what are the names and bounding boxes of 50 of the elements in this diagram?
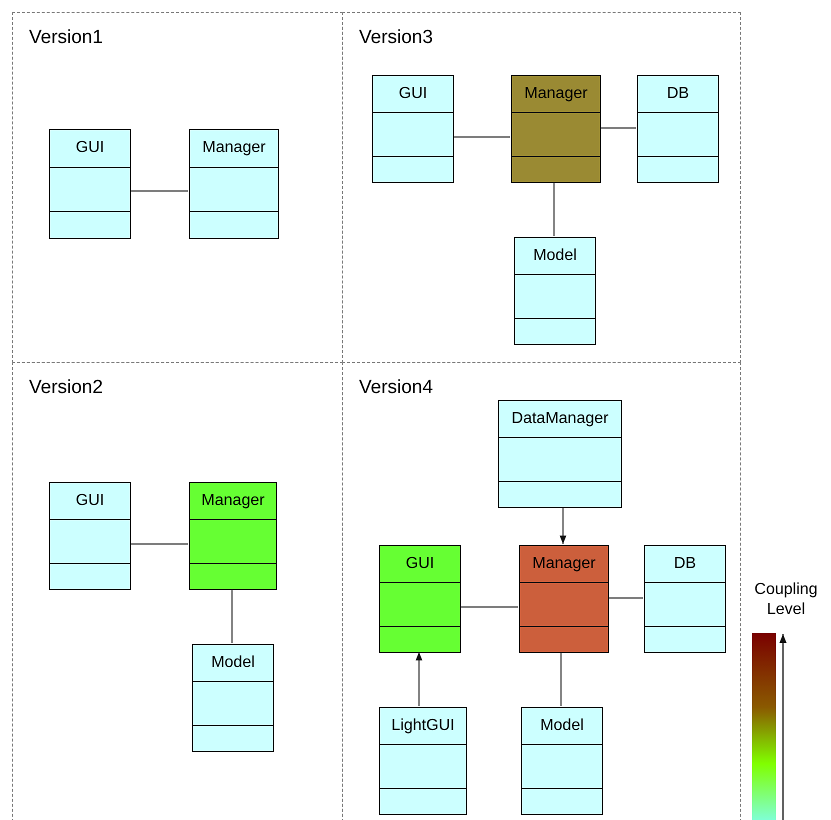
association-line: [460, 606, 518, 608]
class-box: [519, 545, 609, 653]
class-box: [189, 129, 279, 239]
class-name: DataManager: [512, 410, 608, 428]
panel-title: Version2: [29, 377, 103, 399]
class-name: LightGUI: [391, 717, 455, 736]
scale-label: Coupling Level: [753, 580, 819, 620]
class-box: [379, 545, 461, 653]
class-name: GUI: [76, 139, 104, 158]
class-name: DB: [666, 85, 690, 104]
class-box: [192, 644, 274, 752]
association-line: [608, 597, 643, 599]
class-name: Manager: [524, 85, 588, 104]
association-line: [600, 127, 636, 129]
class-box: [644, 545, 726, 653]
class-box: [372, 75, 454, 183]
class-name: Model: [211, 654, 255, 672]
association-line: [560, 652, 562, 706]
panel-title: Version3: [359, 27, 433, 49]
class-name: DB: [674, 555, 696, 574]
class-box: [49, 482, 131, 590]
version-panel: [342, 12, 741, 363]
association-line: [453, 136, 510, 138]
class-box: [49, 129, 131, 239]
class-box: [498, 400, 622, 508]
association-line: [553, 182, 555, 236]
class-name: Manager: [532, 555, 596, 574]
class-box: [189, 482, 277, 590]
class-box: [511, 75, 601, 183]
panel-title: Version4: [359, 377, 433, 399]
association-line: [231, 589, 233, 643]
association-line: [130, 190, 188, 192]
class-name: GUI: [406, 555, 434, 574]
class-name: Model: [533, 247, 577, 266]
class-box: [379, 707, 467, 815]
panel-title: Version1: [29, 27, 103, 49]
class-box: [521, 707, 603, 815]
arrow: [560, 507, 566, 544]
class-box: [637, 75, 719, 183]
arrow: [416, 652, 422, 706]
class-name: GUI: [398, 85, 428, 104]
class-name: Manager: [202, 139, 266, 158]
version-panel: [342, 362, 741, 820]
class-name: Manager: [201, 492, 265, 510]
class-name: Model: [540, 717, 584, 736]
version-panel: [12, 12, 343, 363]
version-panel: [12, 362, 343, 820]
association-line: [130, 543, 188, 545]
class-box: [514, 237, 596, 345]
class-name: GUI: [76, 492, 104, 510]
